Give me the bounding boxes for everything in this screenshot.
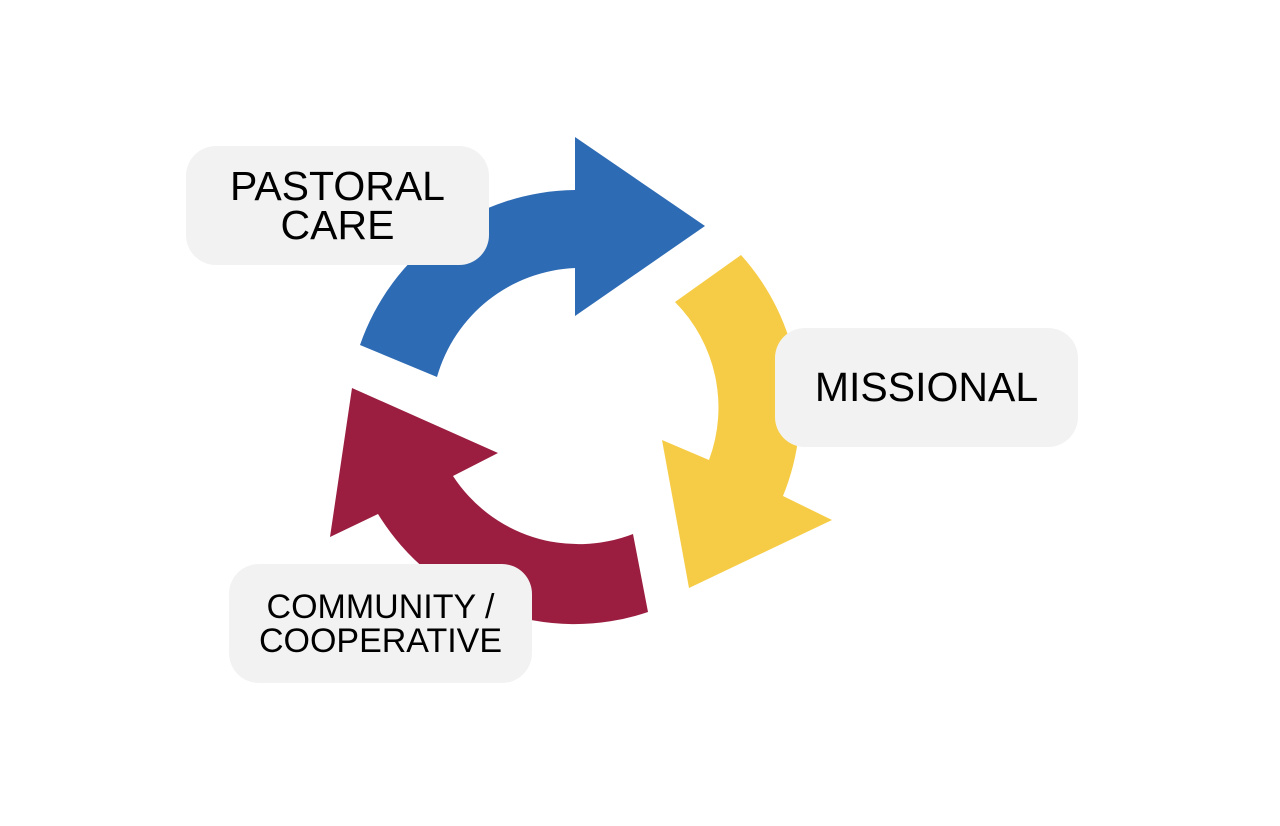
missional-arrow	[662, 255, 832, 588]
pastoral-care-label-line-1: PASTORAL	[230, 162, 445, 209]
missional-label: MISSIONAL	[814, 364, 1039, 410]
pastoral-care-arrow	[360, 137, 705, 377]
community-cooperative-label-box: COMMUNITY / COOPERATIVE	[229, 564, 532, 683]
pastoral-care-label-box: PASTORAL CARE	[186, 146, 489, 265]
pastoral-care-label-line-2: CARE	[280, 201, 395, 248]
community-cooperative-arrow	[330, 388, 648, 625]
community-cooperative-label-line-2: COOPERATIVE	[258, 621, 503, 660]
missional-label-box: MISSIONAL	[775, 328, 1078, 447]
community-cooperative-label-line-1: COMMUNITY /	[266, 587, 495, 626]
